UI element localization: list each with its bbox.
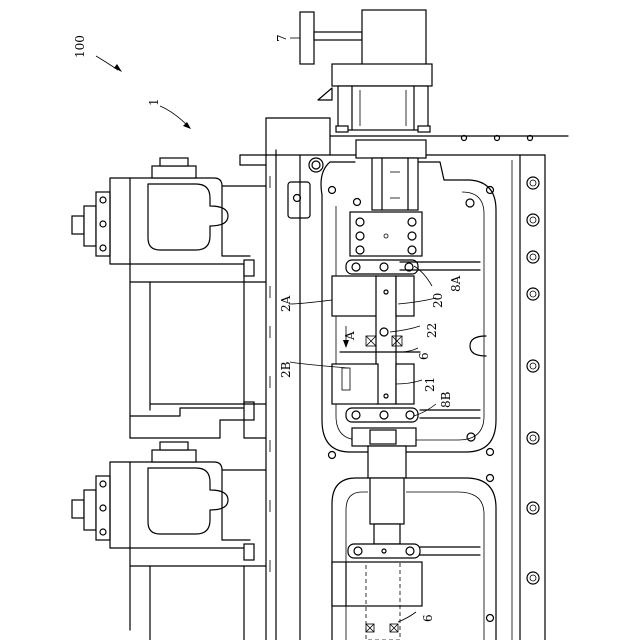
label-7: 7 (275, 34, 289, 42)
edge-bolts (527, 177, 539, 584)
lower-chamber (332, 475, 496, 640)
clamp-bar-8A (346, 260, 480, 274)
label-A: A (343, 331, 357, 341)
label-21: 21 (423, 377, 437, 392)
label-100: 100 (73, 35, 87, 58)
label-22: 22 (425, 323, 439, 338)
middle-shaft (368, 446, 406, 478)
label-8A: 8A (449, 275, 463, 292)
left-actuator-lower (72, 442, 266, 640)
motor-unit (300, 10, 432, 132)
left-actuator-upper (72, 158, 266, 438)
label-8B: 8B (439, 391, 453, 408)
label-6-upper: 6 (417, 352, 431, 360)
label-20: 20 (431, 293, 445, 308)
label-6-lower: 6 (421, 614, 435, 622)
label-1: 1 (147, 98, 161, 106)
label-2A: 2A (279, 295, 293, 312)
label-2B: 2B (279, 361, 293, 378)
upper-coupling (350, 140, 426, 256)
